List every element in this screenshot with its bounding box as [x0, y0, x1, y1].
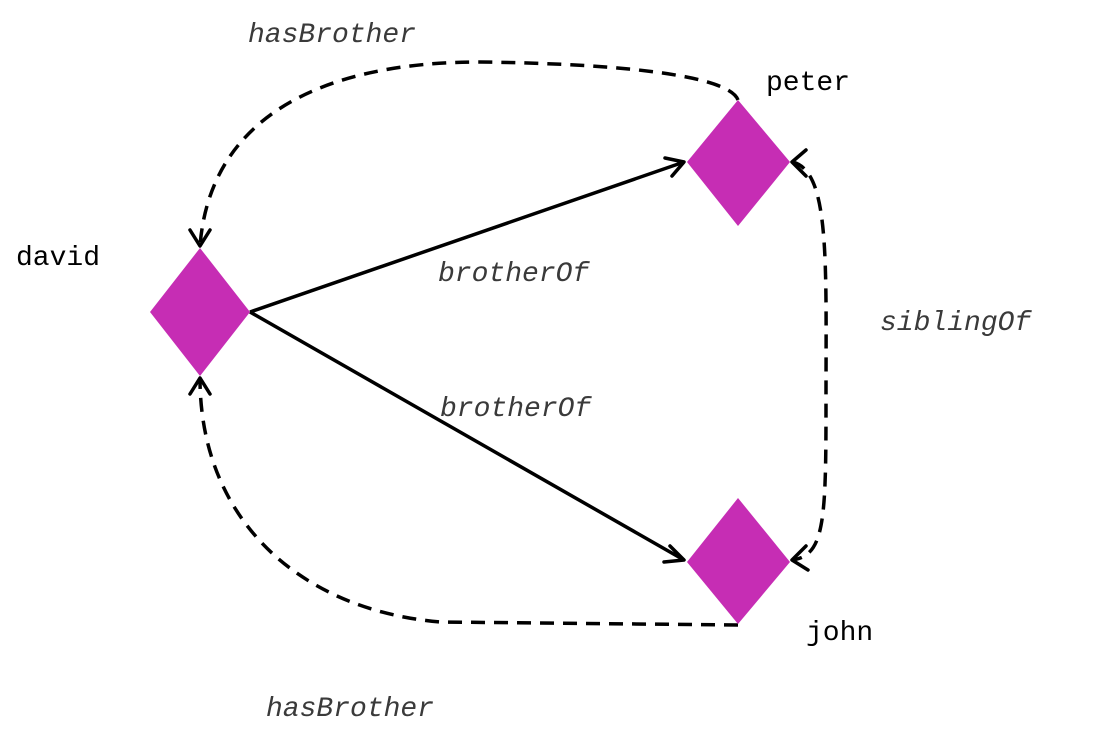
arrow-head-john-david	[188, 376, 212, 396]
arrow-head-peter-david	[188, 228, 212, 248]
edge-label-sibling-of: siblingOf	[880, 308, 1032, 339]
arrow-head-sibling-john	[790, 544, 810, 572]
node-peter-label: peter	[766, 68, 850, 99]
arrow-head-david-john	[662, 544, 686, 564]
arrow-head-sibling-peter	[790, 148, 808, 178]
edge-label-has-brother-bottom: hasBrother	[266, 694, 434, 725]
node-john-label: john	[806, 618, 873, 649]
arrow-head-david-peter	[663, 156, 686, 178]
edge-david-to-john[interactable]	[249, 310, 686, 564]
edge-peter-john-sibling[interactable]	[790, 148, 828, 572]
edge-peter-to-david[interactable]	[188, 60, 740, 248]
node-david-label: david	[16, 243, 100, 274]
edge-label-has-brother-top: hasBrother	[248, 20, 416, 51]
edge-david-to-peter[interactable]	[249, 156, 686, 314]
node-peter-diamond[interactable]	[687, 100, 790, 226]
edge-label-brother-of-john: brotherOf	[440, 394, 592, 425]
node-david-diamond[interactable]	[150, 248, 250, 376]
edge-john-to-david[interactable]	[188, 376, 739, 627]
node-john-diamond[interactable]	[687, 498, 790, 624]
edge-label-brother-of-peter: brotherOf	[438, 259, 590, 290]
